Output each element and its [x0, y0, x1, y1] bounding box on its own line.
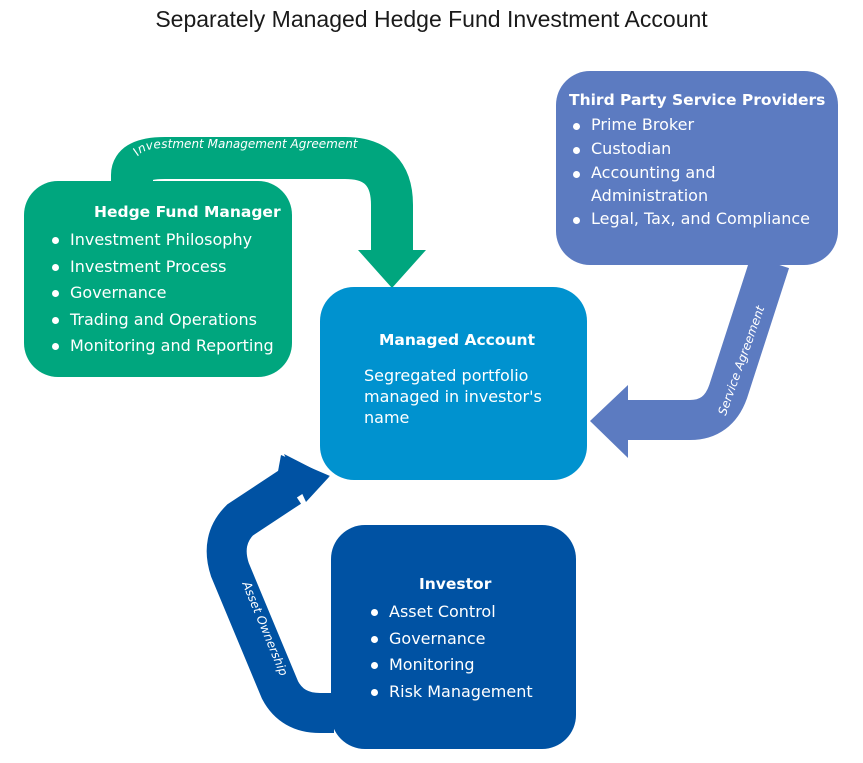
third-party-providers-heading: Third Party Service Providers [569, 91, 826, 109]
list-item: Monitoring [367, 652, 576, 679]
list-item: Asset Control [367, 599, 576, 626]
page-title: Separately Managed Hedge Fund Investment… [155, 6, 708, 32]
service-agreement-arrow: Service Agreement [590, 255, 790, 458]
managed-account-box: Managed Account Segregated portfolio man… [320, 287, 587, 480]
managed-account-heading: Managed Account [379, 331, 535, 349]
investment-management-arrow: Investment Management Agreement [111, 137, 426, 288]
list-item: Accounting and Administration [569, 161, 741, 207]
list-item: Monitoring and Reporting [48, 333, 292, 360]
managed-account-description: Segregated portfolio managed in investor… [364, 366, 542, 427]
investor-list: Asset Control Governance Monitoring Risk… [367, 599, 576, 705]
list-item: Investment Process [48, 254, 292, 281]
list-item: Governance [48, 280, 292, 307]
hedge-fund-manager-list: Investment Philosophy Investment Process… [48, 227, 292, 360]
investor-heading: Investor [419, 575, 492, 593]
list-item: Prime Broker [569, 113, 838, 137]
list-item: Custodian [569, 137, 838, 161]
investor-box: Investor Asset Control Governance Monito… [331, 525, 576, 749]
list-item: Governance [367, 626, 576, 653]
list-item: Legal, Tax, and Compliance [569, 207, 838, 231]
third-party-providers-list: Prime Broker Custodian Accounting and Ad… [569, 113, 838, 231]
list-item: Investment Philosophy [48, 227, 292, 254]
list-item: Risk Management [367, 679, 576, 706]
list-item: Trading and Operations [48, 307, 292, 334]
asset-ownership-arrow: Asset Ownership [206, 454, 334, 733]
hedge-fund-manager-heading: Hedge Fund Manager [94, 203, 281, 221]
third-party-providers-box: Third Party Service Providers Prime Brok… [556, 71, 838, 265]
hedge-fund-manager-box: Hedge Fund Manager Investment Philosophy… [24, 181, 292, 377]
